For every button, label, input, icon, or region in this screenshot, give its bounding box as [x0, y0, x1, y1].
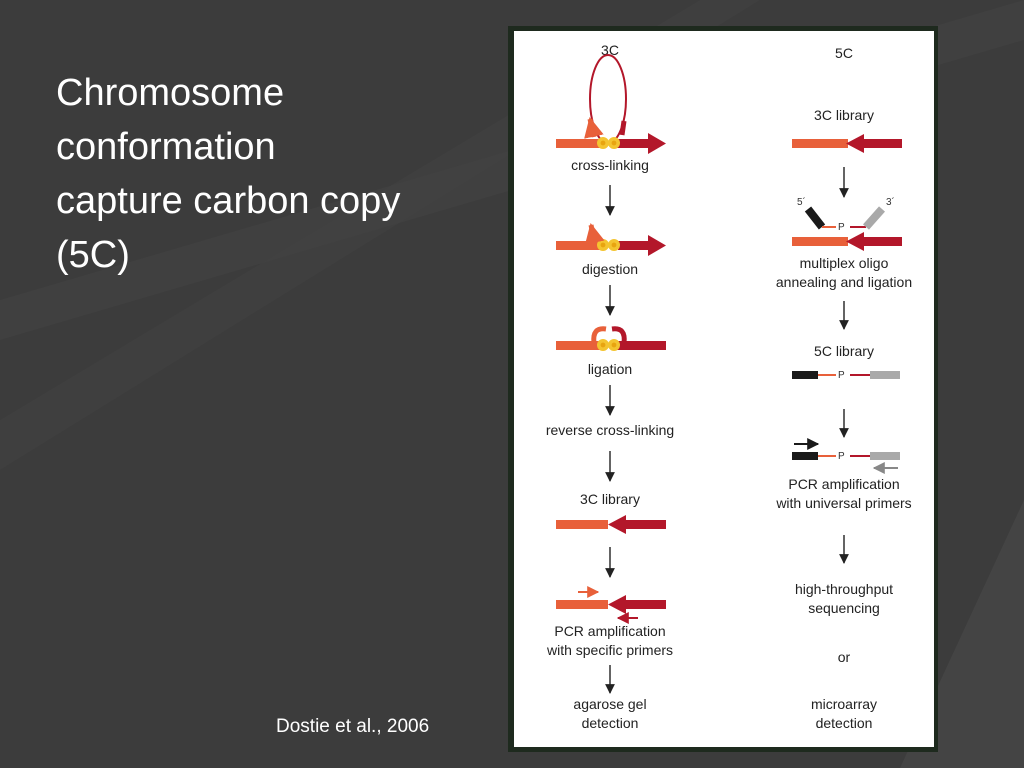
label-3c-library: 3C library — [580, 491, 640, 507]
phosphate-label: P — [838, 451, 845, 462]
label-cross-linking: cross-linking — [571, 157, 649, 173]
title-line: capture carbon copy — [56, 180, 401, 222]
method-diagram: 3C cross-linking digestion — [514, 31, 934, 747]
label-sequencing-line1: high-throughput — [795, 581, 893, 597]
step-digestion-graphic — [556, 223, 666, 256]
three-prime-label: 3´ — [886, 196, 895, 208]
column-3c: 3C cross-linking digestion — [546, 42, 674, 731]
label-or: or — [838, 649, 851, 665]
citation: Dostie et al., 2006 — [276, 716, 430, 737]
oligo-annealing-graphic: 5´ 3´ P — [792, 196, 902, 251]
label-oligo-line2: annealing and ligation — [776, 274, 912, 290]
step-cross-linking-graphic — [556, 54, 666, 154]
5c-library-graphic: P — [792, 370, 900, 381]
label-5c-library: 5C library — [814, 343, 874, 359]
title-line: conformation — [56, 126, 276, 168]
label-5c-3c-library: 3C library — [814, 107, 874, 123]
label-sequencing-line2: sequencing — [808, 600, 880, 616]
label-microarray-line1: microarray — [811, 696, 877, 712]
slide-title: Chromosome conformation capture carbon c… — [56, 66, 486, 282]
pcr-primers-graphic — [556, 586, 666, 624]
3c-library-graphic — [556, 515, 666, 534]
label-pcr-3c-line1: PCR amplification — [554, 623, 665, 639]
phosphate-label: P — [838, 370, 845, 381]
label-digestion: digestion — [582, 261, 638, 277]
step-ligation-graphic — [556, 326, 666, 351]
5c-3c-library-graphic — [792, 134, 902, 153]
label-pcr-3c-line2: with specific primers — [546, 642, 673, 658]
method-diagram-svg: 3C cross-linking digestion — [546, 42, 912, 731]
title-line: Chromosome — [56, 72, 285, 114]
universal-primers-graphic: P — [792, 438, 900, 474]
five-prime-label: 5´ — [797, 196, 806, 208]
label-agarose-line2: detection — [582, 715, 639, 731]
label-microarray-line2: detection — [816, 715, 873, 731]
header-3c: 3C — [601, 42, 619, 58]
label-pcr-5c-line1: PCR amplification — [788, 476, 899, 492]
label-agarose-line1: agarose gel — [573, 696, 646, 712]
title-line: (5C) — [56, 234, 130, 276]
header-5c: 5C — [835, 45, 853, 61]
label-ligation: ligation — [588, 361, 632, 377]
phosphate-label: P — [838, 222, 845, 233]
column-5c: 5C 3C library 5´ 3´ P multiplex oligo an… — [775, 45, 912, 731]
label-pcr-5c-line2: with universal primers — [775, 495, 911, 511]
label-reverse-cross-linking: reverse cross-linking — [546, 422, 674, 438]
label-oligo-line1: multiplex oligo — [800, 255, 889, 271]
